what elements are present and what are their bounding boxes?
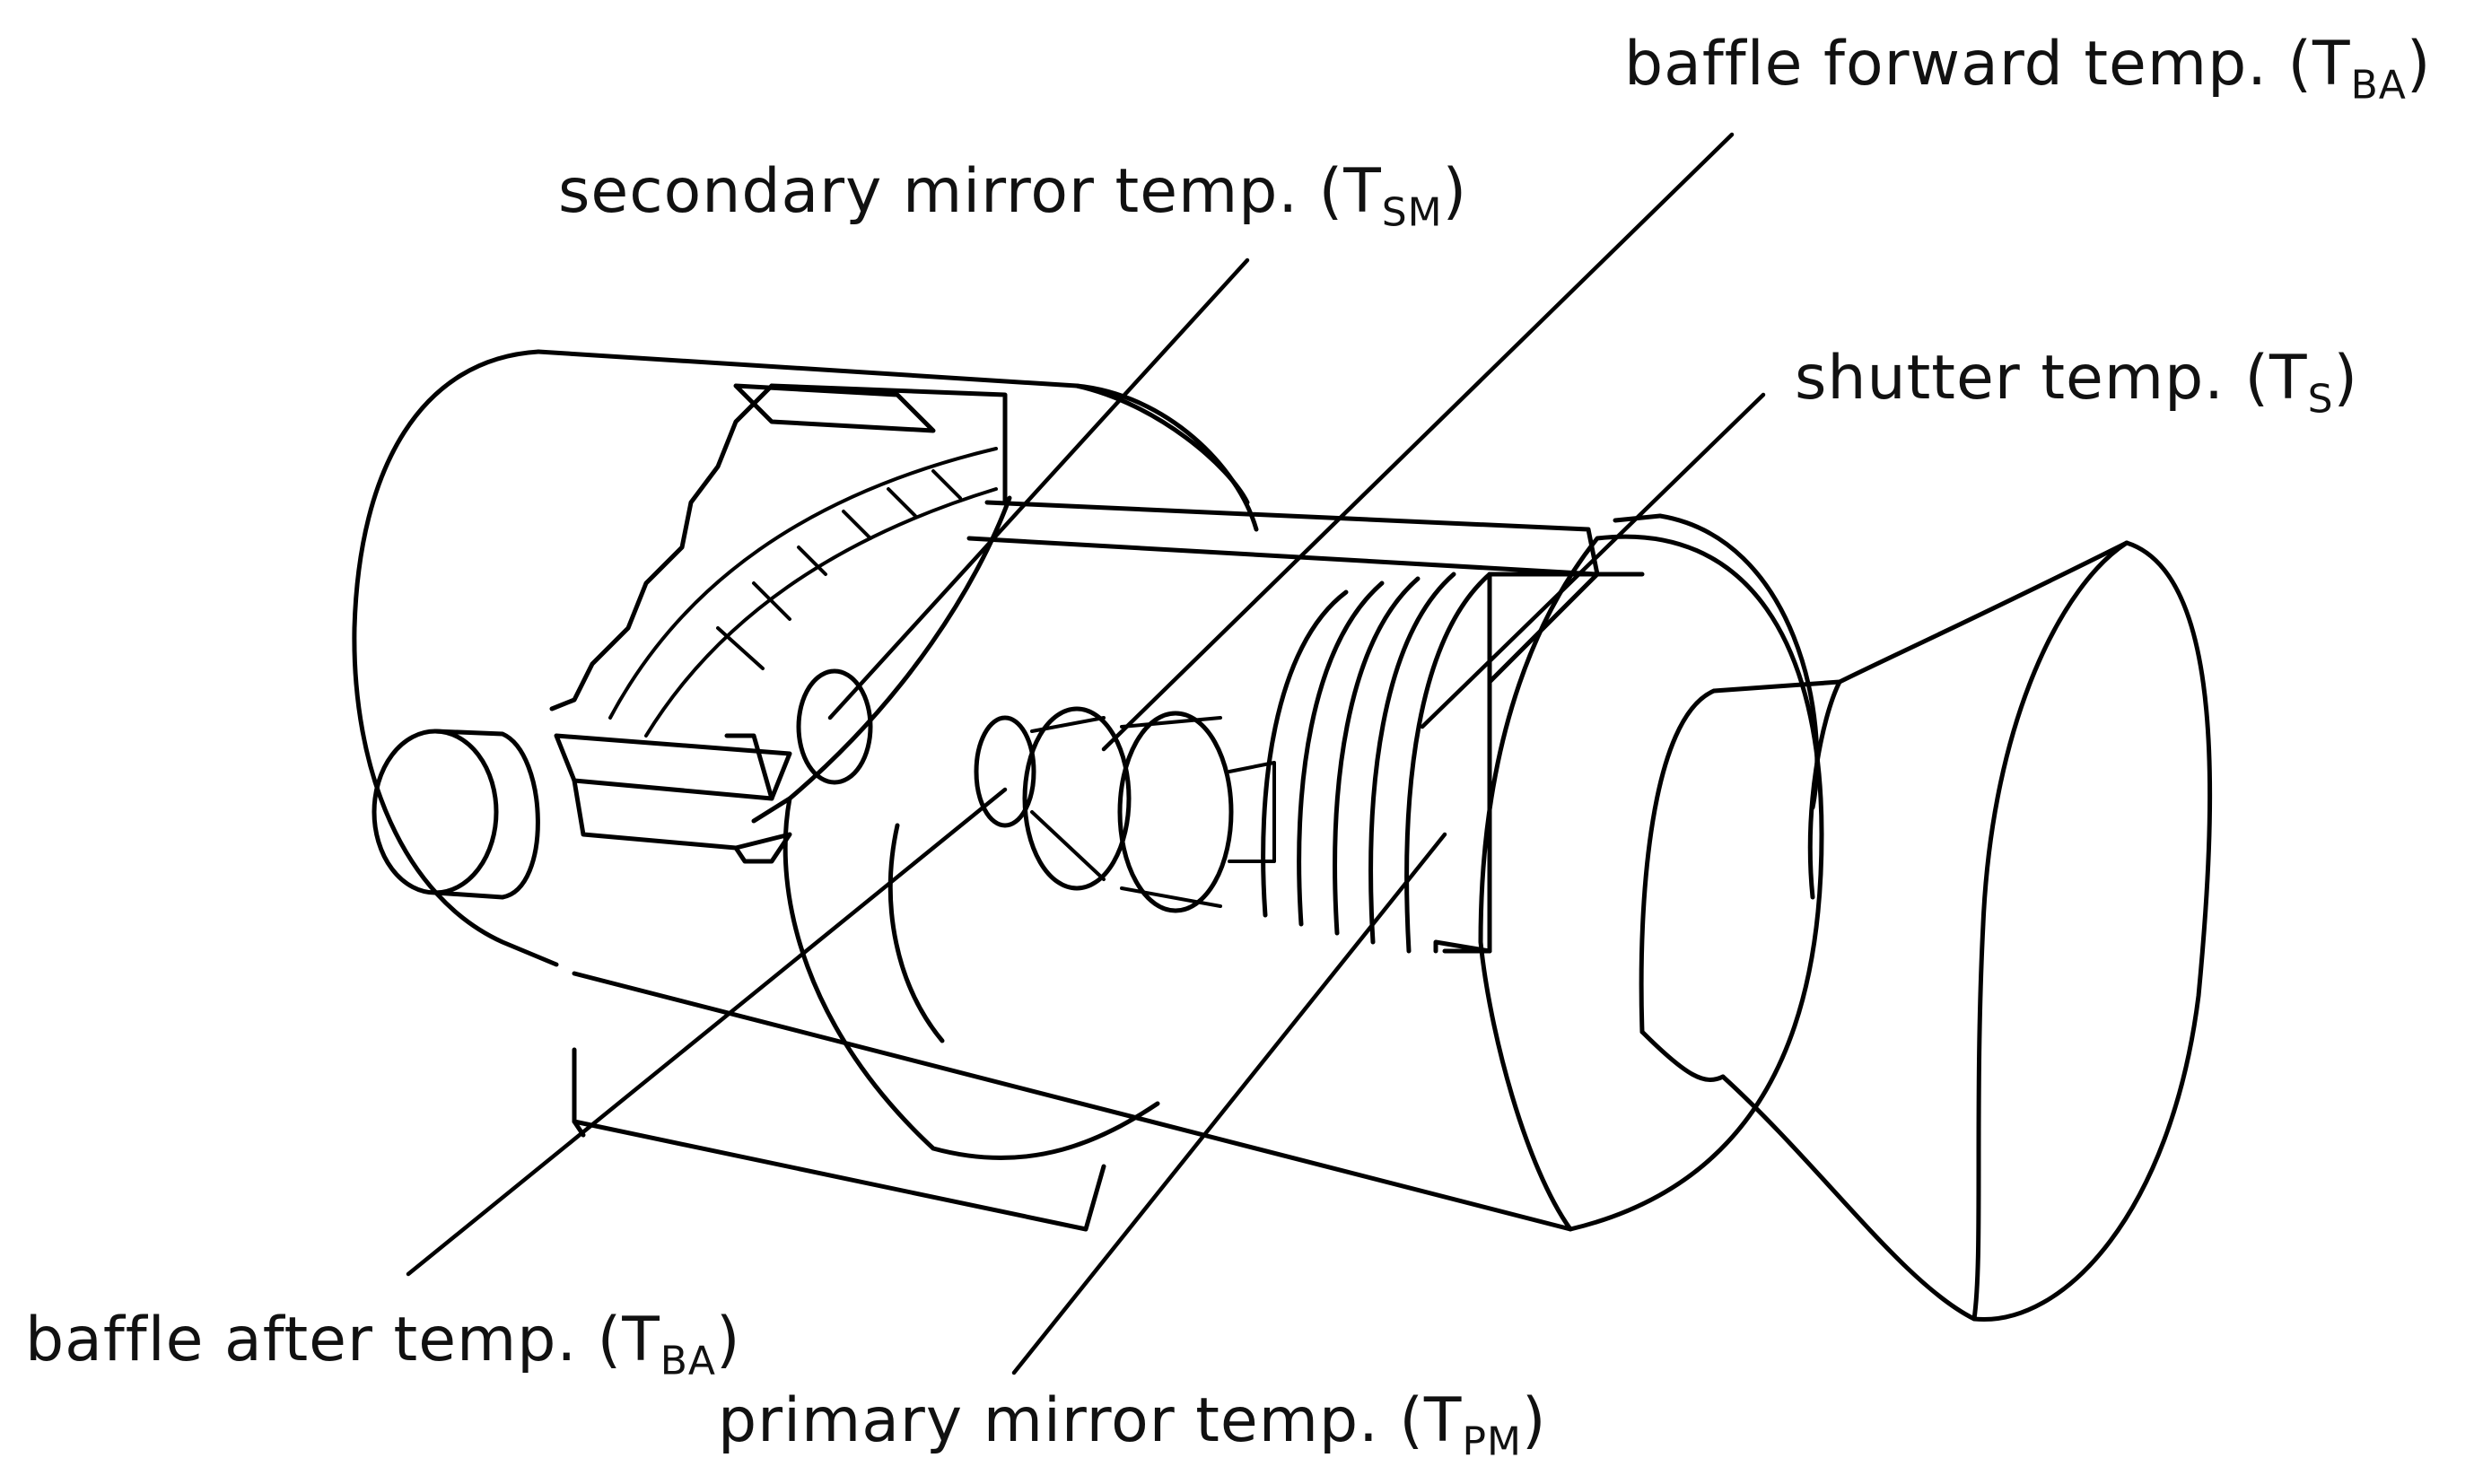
label-shutter-subscript: S bbox=[2307, 376, 2334, 423]
label-secondary-mirror-text: secondary mirror temp. (T bbox=[558, 156, 1382, 227]
label-baffle-after-close: ) bbox=[716, 1305, 741, 1375]
front-cone bbox=[1639, 540, 2213, 1323]
label-secondary-mirror-subscript: SM bbox=[1381, 189, 1443, 236]
leader-primary-mirror bbox=[1011, 832, 1447, 1375]
rear-rim bbox=[1074, 383, 1259, 532]
label-secondary-mirror-close: ) bbox=[1442, 156, 1468, 227]
label-baffle-after-subscript: BA bbox=[660, 1338, 717, 1384]
label-primary-mirror-temp: primary mirror temp. (TPM) bbox=[718, 1391, 1547, 1462]
cutaway-edge bbox=[549, 383, 1008, 711]
shutter-baffle-rings bbox=[1261, 572, 1600, 954]
label-baffle-forward-subscript: BA bbox=[2350, 62, 2407, 109]
label-secondary-mirror-temp: secondary mirror temp. (TSM) bbox=[558, 161, 1467, 232]
leader-baffle-forward bbox=[1101, 132, 1735, 752]
optical-cells bbox=[974, 706, 1276, 913]
label-shutter-text: shutter temp. (T bbox=[1795, 343, 2308, 414]
leader-secondary-mirror bbox=[827, 258, 1250, 720]
label-primary-mirror-close: ) bbox=[1521, 1385, 1547, 1456]
label-shutter-temp: shutter temp. (TS) bbox=[1795, 348, 2358, 419]
label-baffle-forward-temp: baffle forward temp. (TBA) bbox=[1624, 34, 2431, 105]
label-baffle-forward-close: ) bbox=[2406, 29, 2432, 100]
leader-baffle-after bbox=[406, 787, 1008, 1277]
label-baffle-forward-text: baffle forward temp. (T bbox=[1624, 29, 2351, 100]
secondary-mirror-support bbox=[554, 668, 873, 864]
side-boss bbox=[372, 729, 540, 900]
leader-lines bbox=[406, 132, 1766, 1375]
label-primary-mirror-text: primary mirror temp. (T bbox=[718, 1385, 1463, 1456]
leader-shutter bbox=[1420, 392, 1766, 729]
label-primary-mirror-subscript: PM bbox=[1462, 1419, 1522, 1465]
outer-cylinder bbox=[352, 349, 1573, 1232]
label-shutter-close: ) bbox=[2333, 343, 2359, 414]
inner-barrel-arc bbox=[782, 796, 1160, 1160]
label-baffle-after-text: baffle after temp. (T bbox=[25, 1305, 660, 1375]
label-baffle-after-temp: baffle after temp. (TBA) bbox=[25, 1310, 741, 1381]
inner-barrel bbox=[608, 447, 1645, 824]
